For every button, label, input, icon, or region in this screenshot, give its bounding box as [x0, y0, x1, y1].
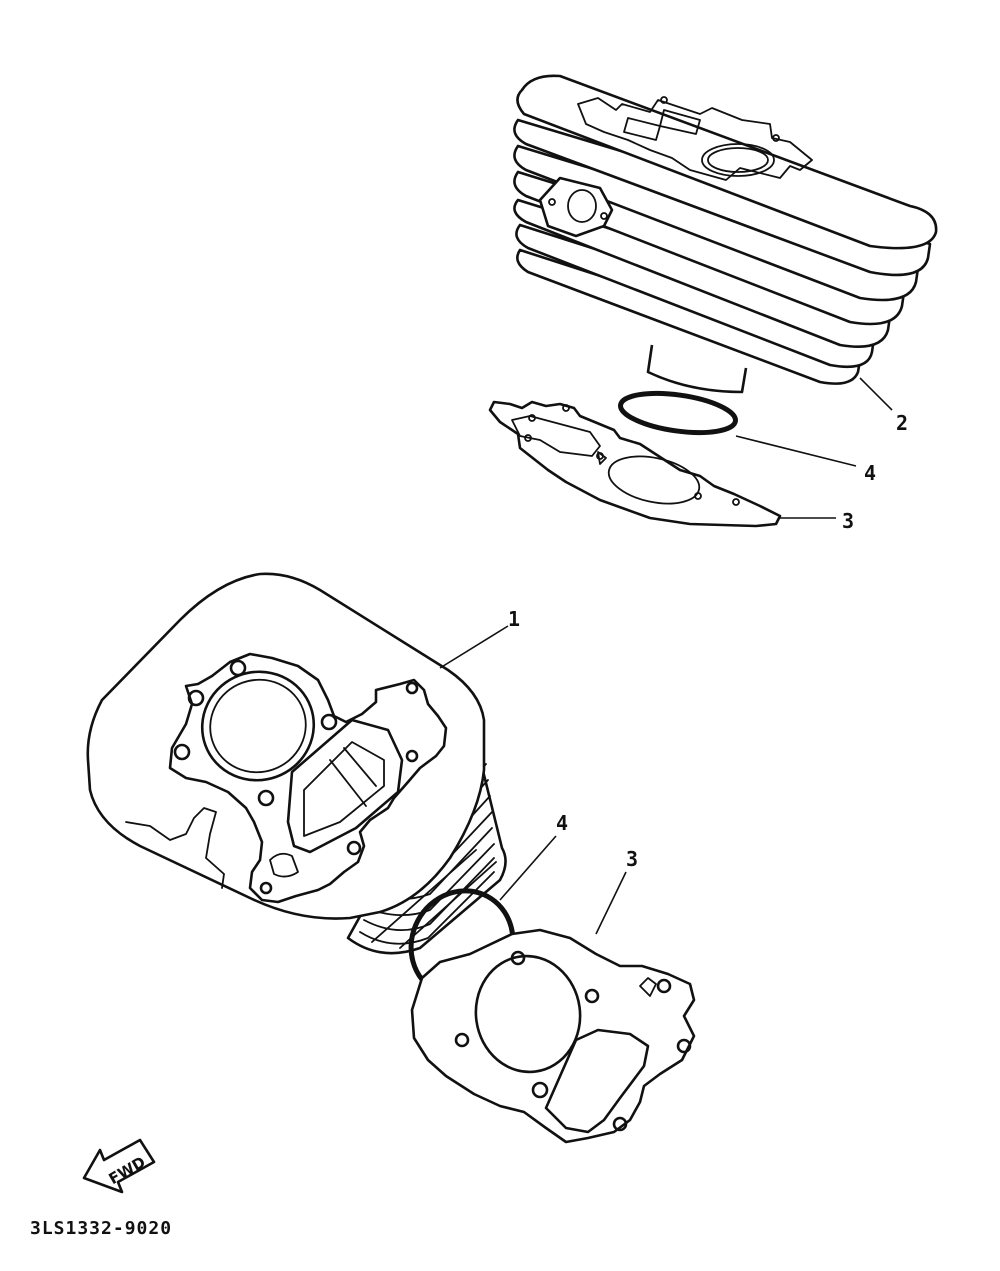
- upper-cylinder: [513, 74, 938, 394]
- callout-1: 1: [508, 607, 520, 631]
- upper-gasket: [488, 400, 782, 528]
- upper-callouts: 2 4 3: [735, 377, 908, 533]
- upper-o-ring: [618, 390, 738, 436]
- lower-callouts: 1 4 3: [439, 607, 638, 935]
- fwd-arrow-icon: FWD: [82, 1138, 156, 1194]
- callout-3-upper: 3: [842, 509, 854, 533]
- callout-4-lower: 4: [556, 811, 568, 835]
- lower-gasket: [410, 928, 696, 1144]
- callout-4-upper: 4: [864, 461, 876, 485]
- lower-cylinder: [86, 572, 507, 955]
- diagram-code: 3LS1332-9020: [30, 1218, 173, 1239]
- callout-2: 2: [896, 411, 908, 435]
- callout-3-lower: 3: [626, 847, 638, 871]
